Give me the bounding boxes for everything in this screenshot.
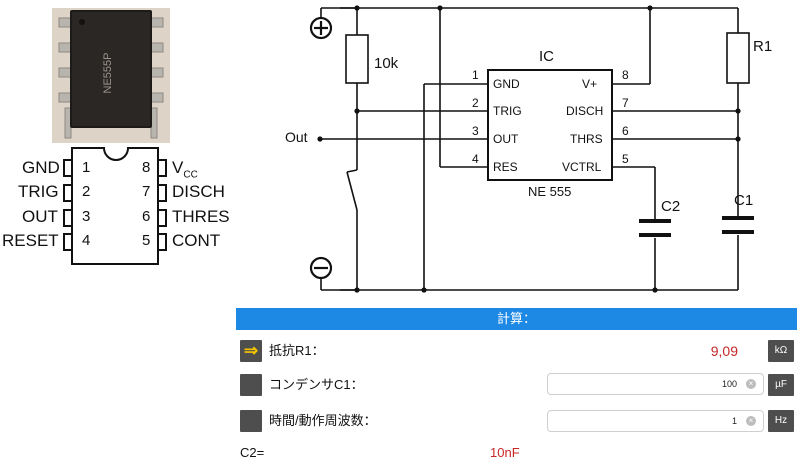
calc-r1-select-button[interactable]: ⇒ <box>240 340 262 362</box>
clear-icon[interactable]: × <box>746 416 756 426</box>
calc-header: 計算： <box>236 308 797 330</box>
pin-number-4: 4 <box>82 232 91 249</box>
pin-label-reset: RESET <box>2 231 59 250</box>
pin-number-2: 2 <box>82 183 91 200</box>
ic-pin-name-disch: DISCH <box>566 104 604 118</box>
c2-value: 10nF <box>490 445 520 460</box>
clear-icon[interactable]: × <box>746 379 756 389</box>
pin-label-vcc: VCC <box>172 158 198 185</box>
calc-freq-input[interactable]: 1 × <box>547 410 764 432</box>
pin-label-gnd: GND <box>22 158 60 177</box>
calc-c1-input[interactable]: 100 × <box>547 373 764 395</box>
arrow-right-icon: ⇒ <box>243 341 259 360</box>
pin-label-vcc-sub: CC <box>183 169 198 181</box>
out-label: Out <box>285 129 308 145</box>
calc-freq-input-value: 1 <box>731 416 737 426</box>
ic-title: IC <box>539 48 554 65</box>
ic-pin-name-out: OUT <box>493 132 519 146</box>
ic-pin-name-res: RES <box>493 160 518 174</box>
pin-label-trig: TRIG <box>18 182 59 201</box>
pinout-diagram <box>63 147 167 265</box>
ic-pin-num-4: 4 <box>472 152 479 166</box>
ic-pin-num-5: 5 <box>622 152 629 166</box>
ic-pin-name-thrs: THRS <box>570 132 603 146</box>
pin-number-1: 1 <box>82 159 91 176</box>
pin-number-6: 6 <box>142 208 151 225</box>
calc-freq-select-button[interactable] <box>240 410 262 432</box>
ne555-chip-photo: NE555P <box>52 8 170 143</box>
ic-pin-num-1: 1 <box>472 68 479 82</box>
calc-r1-unit-button[interactable]: kΩ <box>768 340 794 362</box>
ic-pin-num-8: 8 <box>622 68 629 82</box>
cap-c2-label: C2 <box>661 198 681 215</box>
calc-c1-input-value: 100 <box>721 379 737 389</box>
chip-marking: NE555P <box>102 53 114 94</box>
pin-number-8: 8 <box>142 159 151 176</box>
ic-pin-num-3: 3 <box>472 124 479 138</box>
resistor-r1-label: R1 <box>753 38 773 55</box>
pin-label-thres: THRES <box>172 207 230 226</box>
ic-pin-num-6: 6 <box>622 124 629 138</box>
ic-pin-num-7: 7 <box>622 96 629 110</box>
calc-c1-label: コンデンサC1： <box>269 377 364 392</box>
pin-number-3: 3 <box>82 208 91 225</box>
pin-label-vcc-main: V <box>172 158 184 177</box>
ic-pin-name-trig: TRIG <box>493 104 522 118</box>
pin-label-cont: CONT <box>172 231 221 250</box>
pin-number-5: 5 <box>142 232 151 249</box>
pin-number-7: 7 <box>142 183 151 200</box>
pin-label-out: OUT <box>22 207 58 226</box>
c2-label: C2= <box>240 445 265 460</box>
resistor-10k-label: 10k <box>374 55 399 72</box>
calc-freq-label: 時間/動作周波数： <box>269 413 377 428</box>
calc-c1-unit-button[interactable]: µF <box>768 374 794 396</box>
schematic-diagram <box>309 5 754 293</box>
calc-freq-unit-button[interactable]: Hz <box>768 410 794 432</box>
ic-name: NE 555 <box>528 184 572 199</box>
ic-pin-num-2: 2 <box>472 96 479 110</box>
calc-r1-result: 9,09 <box>710 343 738 359</box>
chip-photo-icon: NE555P <box>52 8 170 143</box>
ic-pin-name-gnd: GND <box>493 77 520 91</box>
ic-pin-name-vctrl: VCTRL <box>562 160 602 174</box>
ic-pin-name-vplus: V+ <box>582 77 598 91</box>
cap-c1-label: C1 <box>734 192 754 209</box>
calc-r1-label: 抵抗R1： <box>269 343 325 358</box>
calc-c1-select-button[interactable] <box>240 374 262 396</box>
pin-label-disch: DISCH <box>172 182 225 201</box>
